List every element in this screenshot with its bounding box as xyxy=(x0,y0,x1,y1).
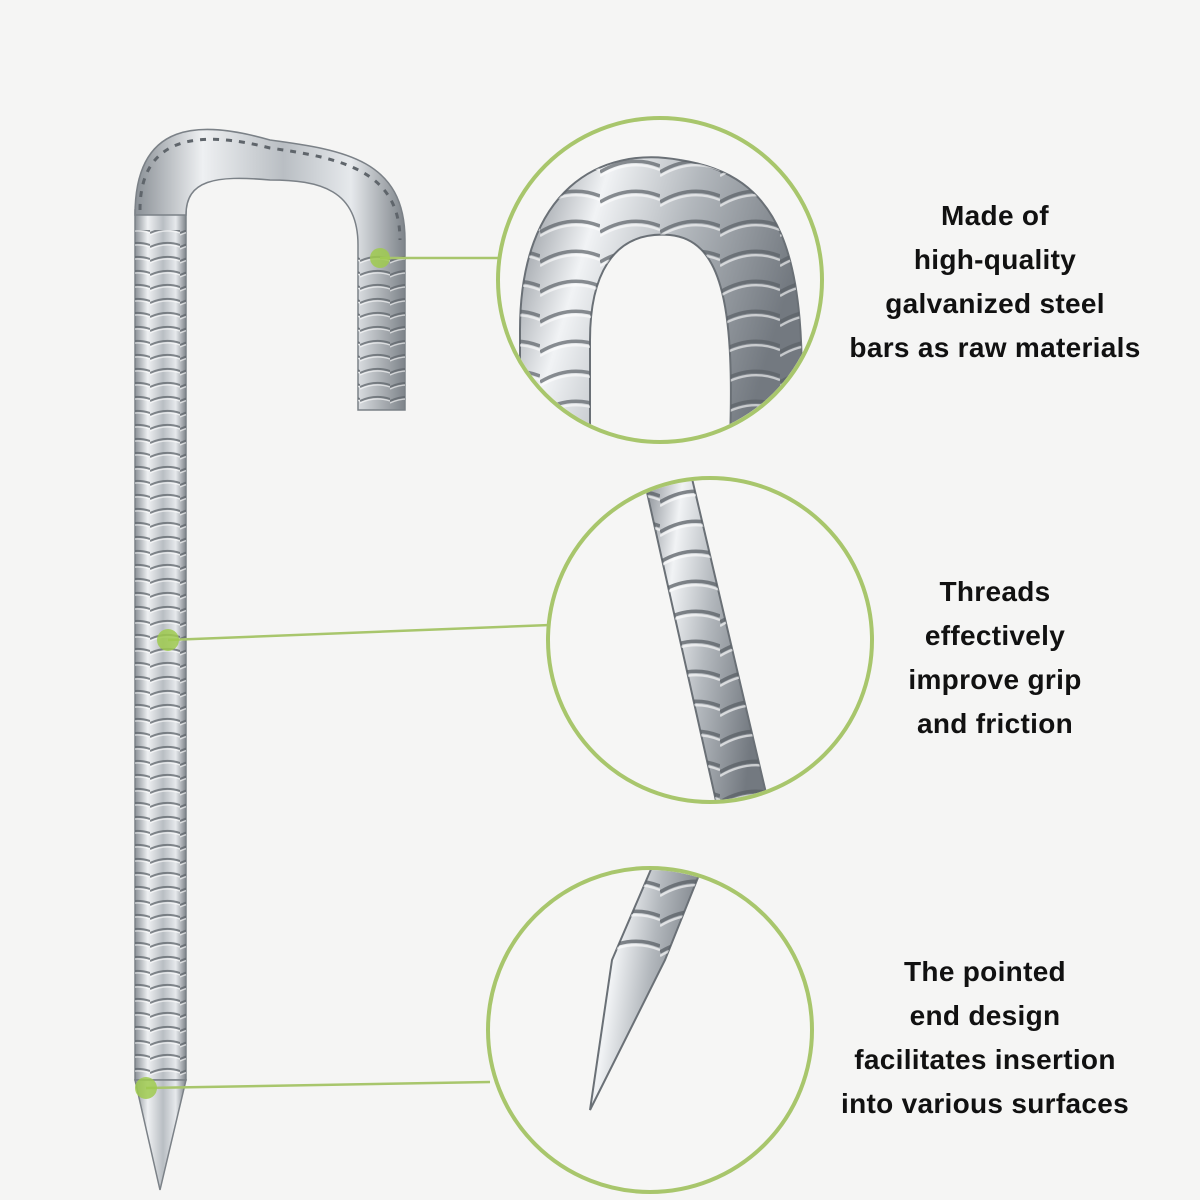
caption-threads-line: and friction xyxy=(916,708,1074,739)
caption-threads-line: improve grip xyxy=(908,664,1082,695)
caption-tip: The pointed end design facilitates inser… xyxy=(810,950,1160,1126)
callout-line-threads xyxy=(167,623,551,642)
caption-tip-line: facilitates insertion xyxy=(854,1044,1116,1075)
callout-dot-tip xyxy=(135,1077,157,1099)
callout-dot-threads xyxy=(157,629,179,651)
callout-lines xyxy=(135,248,551,1099)
callout-dot-hook xyxy=(370,248,390,268)
caption-tip-line: end design xyxy=(909,1000,1061,1031)
stake-tip xyxy=(134,1079,187,1191)
caption-material-line: galvanized steel xyxy=(885,288,1105,319)
caption-material: Made of high-quality galvanized steel ba… xyxy=(820,194,1170,370)
caption-tip-line: into various surfaces xyxy=(841,1088,1129,1119)
detail-circle-hook xyxy=(496,116,824,444)
caption-threads-line: effectively xyxy=(924,620,1066,651)
detail-circle-tip xyxy=(486,866,814,1194)
caption-tip-line: The pointed xyxy=(904,956,1066,987)
caption-material-line: bars as raw materials xyxy=(849,332,1141,363)
caption-material-line: high-quality xyxy=(913,244,1077,275)
caption-material-line: Made of xyxy=(941,200,1049,231)
stake-full-view xyxy=(134,128,406,1191)
callout-line-tip xyxy=(145,1080,491,1090)
caption-threads: Threads effectively improve grip and fri… xyxy=(860,570,1130,746)
detail-circle-threads xyxy=(546,476,874,804)
caption-threads-line: Threads xyxy=(939,576,1051,607)
